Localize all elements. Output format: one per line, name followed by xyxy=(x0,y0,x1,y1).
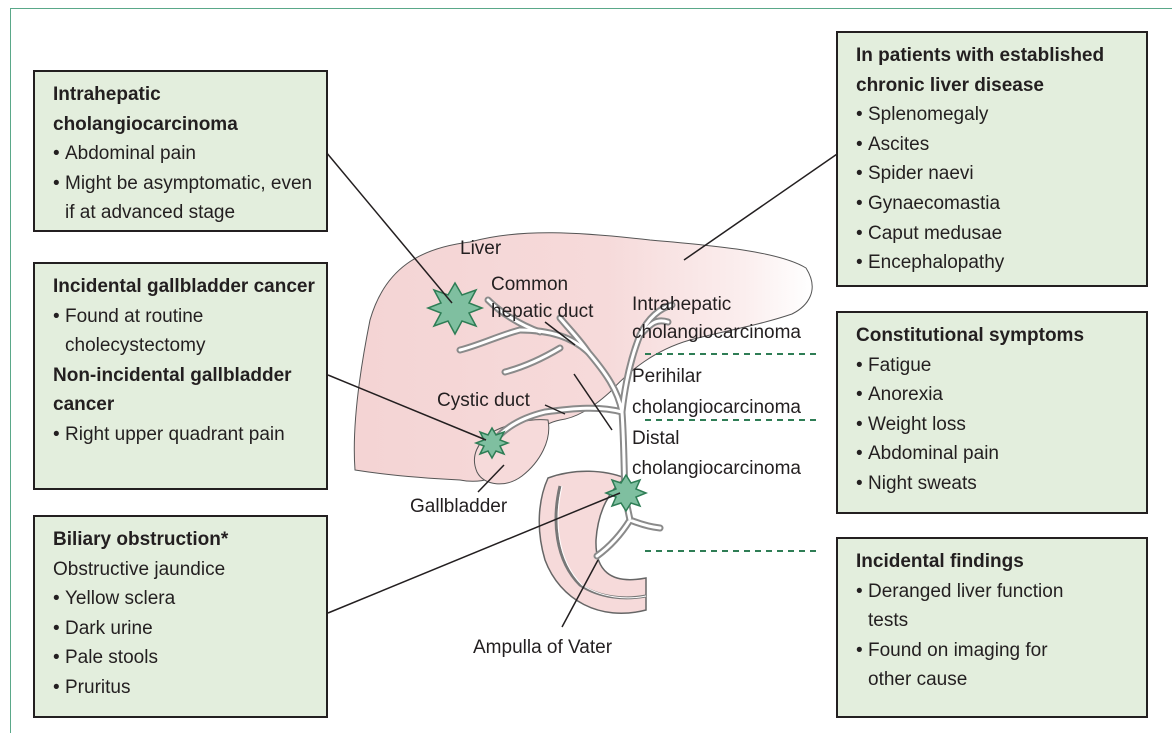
list-item: Abdominal pain xyxy=(53,139,316,169)
list-item: Encephalopathy xyxy=(856,248,1136,278)
label-distal-1: Distal xyxy=(632,424,680,454)
label-distal-2: cholangiocarcinoma xyxy=(632,454,801,484)
list-item: Right upper quadrant pain xyxy=(53,420,316,450)
tumour-gallbladder xyxy=(476,428,508,458)
label-intrahepatic-2: cholangiocarcinoma xyxy=(632,318,801,348)
label-gallbladder: Gallbladder xyxy=(410,492,507,522)
list-item: Dark urine xyxy=(53,614,316,644)
list-item: Gynaecomastia xyxy=(856,189,1136,219)
list-item: Pruritus xyxy=(53,673,316,703)
list-item: Yellow sclera xyxy=(53,584,316,614)
label-cystic-duct: Cystic duct xyxy=(437,386,530,416)
label-liver: Liver xyxy=(460,234,501,264)
box-biliary-obstruction: Biliary obstruction* Obstructive jaundic… xyxy=(33,515,328,718)
list-item: Pale stools xyxy=(53,643,316,673)
list-item: Found at routine cholecystectomy xyxy=(53,302,316,361)
liver-shape xyxy=(354,233,812,481)
list-item: Deranged liver function tests xyxy=(856,577,1096,636)
list-item: Abdominal pain xyxy=(856,439,1136,469)
box-intrahepatic-title: Intrahepatic cholangiocarcinoma xyxy=(53,80,316,139)
list-item: Spider naevi xyxy=(856,159,1136,189)
label-common-hepatic-1: Common xyxy=(491,270,568,300)
box-incidental-title: Incidental findings xyxy=(856,547,1136,577)
list-item: Might be asymptomatic, even if at advanc… xyxy=(53,169,316,228)
box-chronic-liver-disease: In patients with established chronic liv… xyxy=(836,31,1148,287)
list-item: Splenomegaly xyxy=(856,100,1136,130)
label-ampulla: Ampulla of Vater xyxy=(473,633,612,663)
box-intrahepatic: Intrahepatic cholangiocarcinoma Abdomina… xyxy=(33,70,328,232)
list-item: Fatigue xyxy=(856,351,1136,381)
list-item: Ascites xyxy=(856,130,1136,160)
box-incidental-findings: Incidental findings Deranged liver funct… xyxy=(836,537,1148,718)
list-item: Weight loss xyxy=(856,410,1136,440)
label-perihilar-2: cholangiocarcinoma xyxy=(632,393,801,423)
box-gallbladder-title: Incidental gallbladder cancer xyxy=(53,272,316,302)
box-biliary-subtitle: Obstructive jaundice xyxy=(53,555,316,585)
box-constitutional-symptoms: Constitutional symptoms Fatigue Anorexia… xyxy=(836,311,1148,514)
list-item: Caput medusae xyxy=(856,219,1136,249)
box-biliary-title: Biliary obstruction* xyxy=(53,525,316,555)
box-liver-disease-title: In patients with established chronic liv… xyxy=(856,41,1136,100)
box-constitutional-title: Constitutional symptoms xyxy=(856,321,1136,351)
label-perihilar-1: Perihilar xyxy=(632,362,702,392)
label-intrahepatic-1: Intrahepatic xyxy=(632,290,731,320)
label-common-hepatic-2: hepatic duct xyxy=(491,297,593,327)
list-item: Anorexia xyxy=(856,380,1136,410)
list-item: Found on imaging for other cause xyxy=(856,636,1096,695)
list-item: Night sweats xyxy=(856,469,1136,499)
box-gallbladder: Incidental gallbladder cancer Found at r… xyxy=(33,262,328,490)
box-gallbladder-title-2: Non-incidental gallbladder cancer xyxy=(53,361,316,420)
